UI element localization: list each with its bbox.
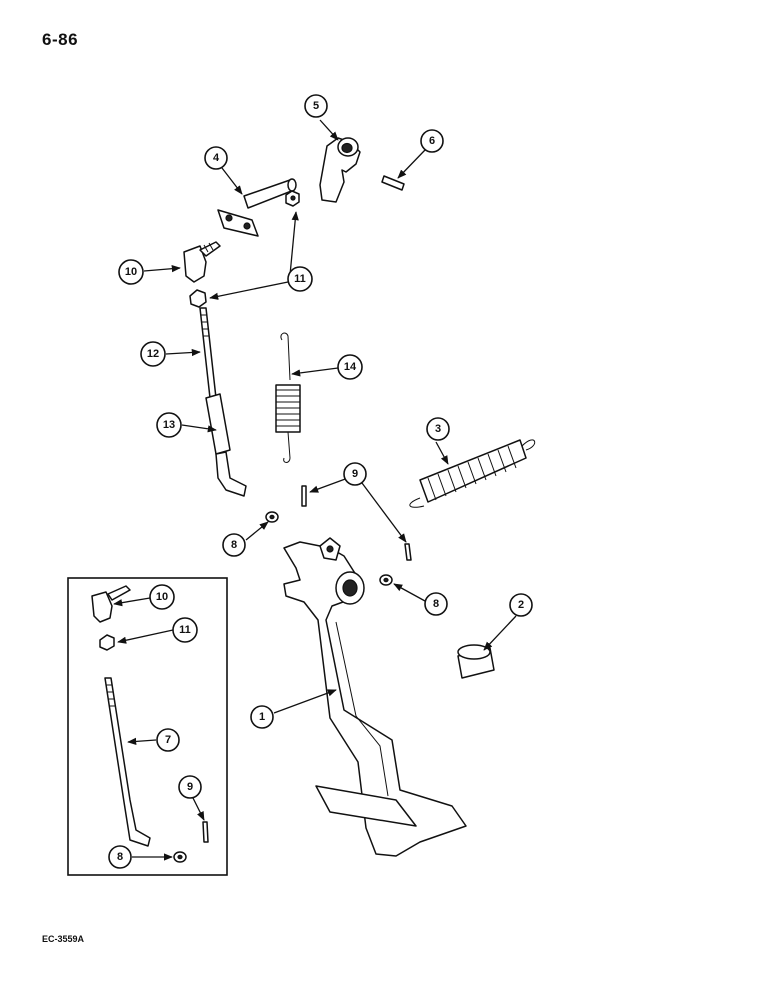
- svg-text:14: 14: [344, 361, 357, 373]
- part-9-cotter-pin-inset: [202, 821, 209, 843]
- page-number: 6-86: [42, 30, 79, 49]
- callout-10-b: 10: [149, 584, 175, 610]
- callout-14: 14: [337, 354, 363, 380]
- callout-5: 5: [304, 94, 328, 118]
- part-11-nut-top: [285, 190, 300, 207]
- part-6-roll-pin: [381, 175, 405, 191]
- part-8-washer-inset: [173, 851, 187, 863]
- svg-text:9: 9: [352, 468, 358, 480]
- callout-11-a: 11: [287, 266, 313, 292]
- part-10-clevis-top: [183, 241, 221, 283]
- svg-text:13: 13: [163, 419, 175, 431]
- svg-text:11: 11: [294, 273, 306, 285]
- part-12-threaded-rod: [199, 307, 217, 399]
- svg-text:10: 10: [156, 591, 168, 603]
- part-10-clevis-inset: [91, 585, 131, 623]
- svg-text:7: 7: [165, 734, 171, 746]
- callout-9-b: 9: [178, 775, 202, 799]
- svg-text:9: 9: [187, 781, 193, 793]
- callout-6: 6: [420, 129, 444, 153]
- callout-4: 4: [204, 146, 228, 170]
- svg-text:1: 1: [259, 711, 265, 723]
- inset-frame: [67, 577, 228, 876]
- svg-text:8: 8: [117, 851, 123, 863]
- callout-13: 13: [156, 412, 182, 438]
- callout-8-a: 8: [222, 533, 246, 557]
- part-13-sleeve-rod: [205, 393, 247, 497]
- callout-7: 7: [156, 728, 180, 752]
- svg-text:6: 6: [429, 135, 435, 147]
- svg-text:5: 5: [313, 100, 319, 112]
- callout-2: 2: [509, 593, 533, 617]
- svg-text:8: 8: [231, 539, 237, 551]
- part-7-rod-inset: [104, 677, 151, 847]
- svg-text:4: 4: [213, 152, 220, 164]
- part-11-nut-inset: [99, 634, 115, 651]
- part-3-pedal-spring: [409, 439, 536, 508]
- part-4-shaft-plate: [217, 178, 297, 237]
- svg-text:2: 2: [518, 599, 524, 611]
- figure-code: EC-3559A: [42, 934, 85, 944]
- svg-text:12: 12: [147, 348, 159, 360]
- svg-text:11: 11: [179, 624, 191, 636]
- callout-8-b: 8: [424, 592, 448, 616]
- part-14-return-spring: [275, 332, 301, 463]
- svg-text:3: 3: [435, 423, 441, 435]
- svg-text:8: 8: [433, 598, 439, 610]
- part-2-pedal-pad: [457, 644, 495, 679]
- part-5-bracket: [319, 137, 361, 203]
- callout-1: 1: [250, 705, 274, 729]
- svg-text:10: 10: [125, 266, 137, 278]
- callout-11-b: 11: [172, 617, 198, 643]
- part-11-nut-mid: [189, 289, 207, 308]
- callout-3: 3: [426, 417, 450, 441]
- part-1-clutch-pedal: [283, 537, 467, 857]
- part-9-cotter-pin-2: [404, 543, 412, 561]
- callout-10-a: 10: [118, 259, 144, 285]
- part-8-washer-1: [265, 511, 279, 523]
- callout-12: 12: [140, 341, 166, 367]
- callout-9-a: 9: [343, 462, 367, 486]
- part-8-washer-2: [379, 574, 393, 586]
- callout-8-c: 8: [108, 845, 132, 869]
- part-9-cotter-pin-1: [301, 485, 307, 507]
